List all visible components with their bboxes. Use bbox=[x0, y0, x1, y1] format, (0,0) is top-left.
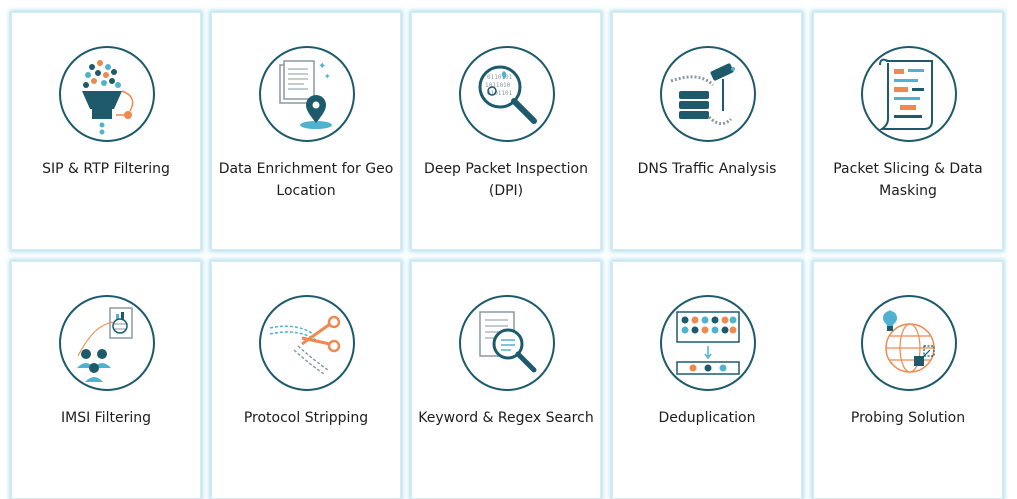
card-label: Deep Packet Inspection (DPI) bbox=[424, 161, 588, 199]
svg-text:✦: ✦ bbox=[318, 61, 326, 72]
server-camera-icon bbox=[659, 45, 757, 143]
card-label: SIP & RTP Filtering bbox=[42, 161, 170, 177]
scroll-icon bbox=[860, 45, 958, 143]
card-dns-traffic-analysis[interactable]: DNS Traffic Analysis bbox=[612, 12, 802, 250]
scissors-icon bbox=[258, 294, 356, 392]
svg-text:0110101: 0110101 bbox=[487, 74, 513, 81]
card-label: Protocol Stripping bbox=[243, 410, 369, 426]
geo-location-document-icon: ✦ ✦ bbox=[258, 45, 356, 143]
card-label: DNS Traffic Analysis bbox=[637, 161, 777, 177]
dedup-grid-icon bbox=[659, 294, 757, 392]
svg-text:✦: ✦ bbox=[324, 72, 331, 81]
users-document-icon bbox=[58, 294, 156, 392]
svg-text:1011010: 1011010 bbox=[485, 82, 511, 89]
magnifier-binary-icon: 0110101 1011010 0101101 bbox=[458, 45, 556, 143]
card-packet-slicing-masking[interactable]: Packet Slicing & Data Masking bbox=[813, 12, 1003, 250]
card-data-enrichment-geo[interactable]: ✦ ✦ Data Enrichment for Geo Location bbox=[211, 12, 401, 250]
funnel-icon bbox=[58, 45, 156, 143]
card-keyword-regex-search[interactable]: Keyword & Regex Search bbox=[411, 261, 601, 499]
card-label: Keyword & Regex Search bbox=[418, 410, 594, 426]
card-label: Deduplication bbox=[658, 410, 756, 426]
card-imsi-filtering[interactable]: IMSI Filtering bbox=[11, 261, 201, 499]
card-protocol-stripping[interactable]: Protocol Stripping bbox=[211, 261, 401, 499]
card-label: IMSI Filtering bbox=[61, 410, 151, 426]
card-sip-rtp-filtering[interactable]: SIP & RTP Filtering bbox=[11, 12, 201, 250]
card-label: Probing Solution bbox=[850, 410, 966, 426]
card-deep-packet-inspection[interactable]: 0110101 1011010 0101101 Deep Packet Insp… bbox=[411, 12, 601, 250]
document-search-icon bbox=[458, 294, 556, 392]
card-probing-solution[interactable]: Probing Solution bbox=[813, 261, 1003, 499]
card-label: Packet Slicing & Data Masking bbox=[833, 161, 983, 199]
card-label: Data Enrichment for Geo Location bbox=[218, 161, 394, 199]
card-deduplication[interactable]: Deduplication bbox=[612, 261, 802, 499]
globe-probe-icon bbox=[860, 294, 958, 392]
svg-text:0101101: 0101101 bbox=[487, 90, 513, 97]
